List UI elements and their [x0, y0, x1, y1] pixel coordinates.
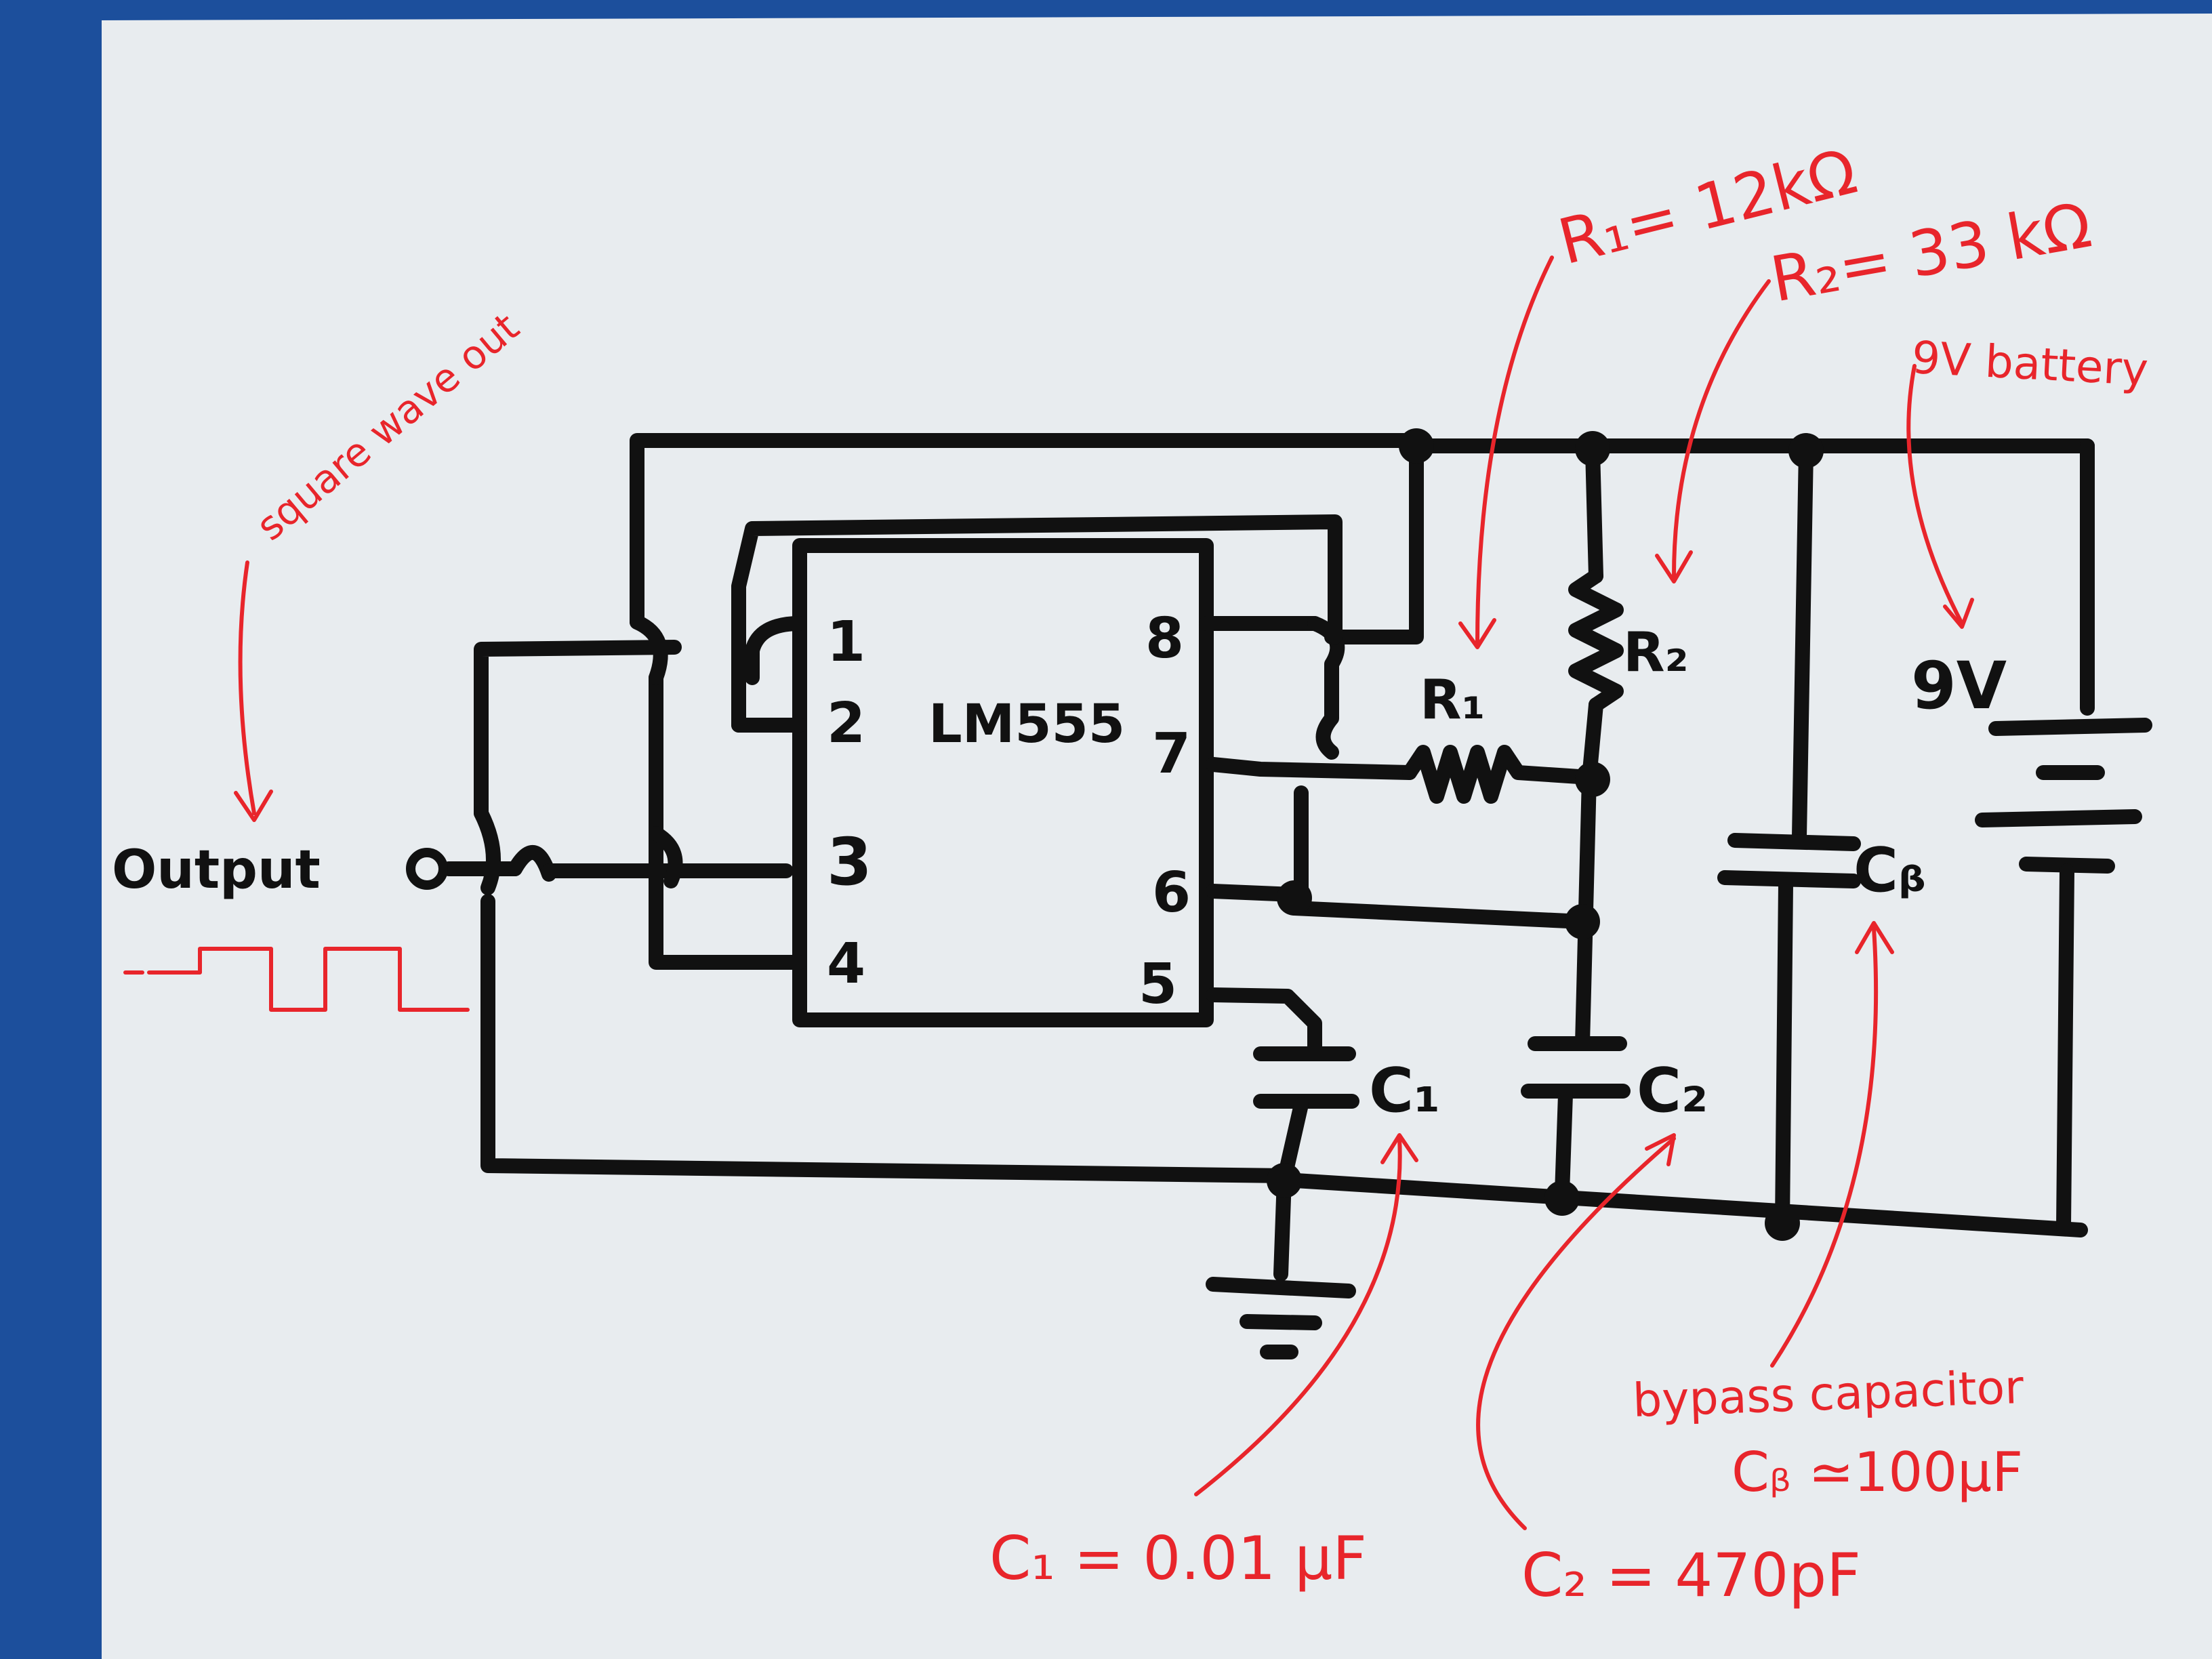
- pin-label-4: 4: [827, 932, 865, 996]
- junction-pin6: [1277, 880, 1312, 916]
- capacitor-cb-top[interactable]: [1727, 833, 1861, 851]
- output-terminal[interactable]: [406, 848, 448, 890]
- c1-label: C₁: [1369, 1055, 1440, 1126]
- arrow-battery: [1906, 364, 1964, 626]
- pin7-wire: [1206, 757, 1417, 780]
- pin-label-8: 8: [1145, 607, 1184, 671]
- junction-vcc-cb: [1788, 433, 1824, 468]
- junction-vcc-r2: [1575, 431, 1610, 466]
- arrowhead-square-wave: [234, 790, 273, 822]
- arrow-c2: [1476, 1136, 1676, 1530]
- r2-top-lead: [1585, 443, 1603, 583]
- cb-bottom-lead: [1775, 877, 1793, 1231]
- chip-name: LM555: [928, 694, 1125, 755]
- junction-vcc-left: [1399, 428, 1434, 464]
- pin3-hop-a: [649, 826, 683, 888]
- pin1-wire: [745, 616, 807, 685]
- chip-body: [792, 538, 1214, 1027]
- c2-value-annotation: C₂ = 470pF: [1521, 1540, 1861, 1610]
- c2-label: C₂: [1637, 1055, 1708, 1126]
- ground-return: [480, 894, 1295, 1183]
- arrow-cb: [1770, 926, 1879, 1368]
- resistor-r2[interactable]: [1568, 569, 1624, 712]
- arrowhead-battery: [1943, 598, 1974, 629]
- junction-ground-c1: [1267, 1163, 1302, 1198]
- output-loop: [474, 640, 682, 821]
- junction-r1-r2: [1575, 762, 1610, 797]
- arrowhead-r2: [1655, 550, 1693, 583]
- arrowhead-cb: [1855, 921, 1894, 954]
- reset-wire: [649, 670, 807, 970]
- output-label: Output: [112, 840, 321, 901]
- cb-top-lead: [1792, 443, 1814, 844]
- arrow-r1: [1475, 255, 1554, 646]
- battery-plate-3[interactable]: [1975, 809, 2142, 827]
- junction-ground-cb: [1765, 1206, 1800, 1241]
- square-wave-sketch: [147, 947, 470, 1012]
- pin-label-3: 3: [827, 824, 872, 900]
- circuit-wiring: [406, 428, 2152, 1359]
- r1-label: R₁: [1420, 668, 1486, 731]
- pin-label-7: 7: [1152, 722, 1191, 786]
- pin-label-2: 2: [827, 691, 865, 756]
- paper-sheet: [102, 14, 2212, 1659]
- ground-symbol-1: [1206, 1277, 1356, 1298]
- resistor-r1[interactable]: [1402, 745, 1607, 804]
- c1-value-annotation: C₁ = 0.01 μF: [989, 1523, 1367, 1593]
- battery-plate-1[interactable]: [1988, 718, 2152, 736]
- trigger-loop: [731, 514, 1343, 733]
- output-hop: [474, 806, 501, 895]
- cb-label: Cᵦ: [1853, 835, 1926, 906]
- battery-lead: [2056, 863, 2074, 1234]
- pin-label-5: 5: [1139, 952, 1177, 1017]
- battery-label: 9V: [1911, 648, 2007, 724]
- arrowhead-c2: [1645, 1133, 1676, 1166]
- arrowhead-r1: [1458, 618, 1496, 649]
- arrow-square-wave: [238, 560, 256, 815]
- arrowhead-c1: [1380, 1133, 1418, 1164]
- annotation-arrows: [234, 255, 1974, 1530]
- battery-annotation: 9V battery: [1910, 331, 2150, 396]
- junction-ground-c2: [1544, 1181, 1580, 1216]
- arrow-r2: [1672, 279, 1771, 578]
- r2-label: R₂: [1623, 621, 1689, 684]
- pin-label-1: 1: [827, 610, 865, 674]
- junction-threshold: [1565, 904, 1600, 939]
- ground-symbol-2: [1240, 1314, 1322, 1330]
- pin5-wire: [1206, 987, 1322, 1061]
- pin-label-6: 6: [1152, 861, 1191, 925]
- bypass-value-annotation: Cᵦ ≃100μF: [1732, 1441, 2023, 1504]
- ground-rail: [1267, 1172, 2088, 1237]
- c2-lead: [1555, 1087, 1573, 1200]
- arrow-c1: [1194, 1136, 1402, 1496]
